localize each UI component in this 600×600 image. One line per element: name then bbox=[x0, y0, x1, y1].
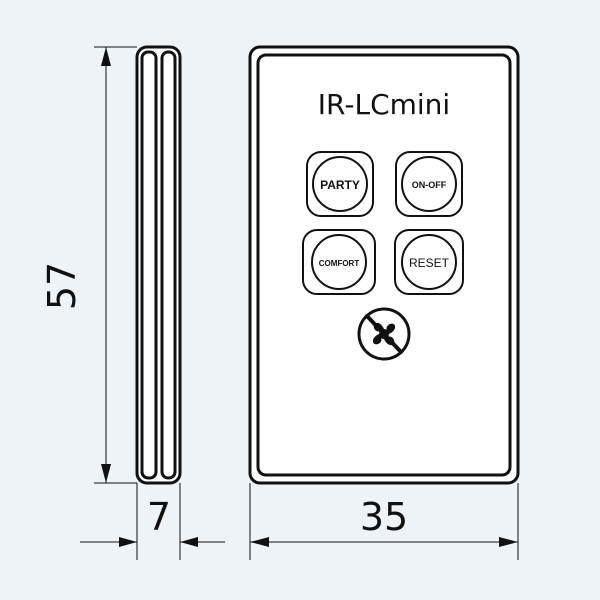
reset-button[interactable]: RESET bbox=[394, 229, 464, 295]
height-value: 57 bbox=[40, 262, 84, 310]
thickness-value: 7 bbox=[147, 495, 171, 539]
thickness-dimension bbox=[80, 483, 225, 560]
party-button[interactable]: PARTY bbox=[306, 151, 374, 217]
width-value: 35 bbox=[360, 495, 408, 539]
no-fan-icon[interactable] bbox=[357, 307, 411, 361]
width-dimension bbox=[249, 483, 519, 560]
side-view bbox=[135, 45, 182, 485]
comfort-button-label: COMFORT bbox=[319, 259, 360, 268]
on-off-button-label: ON-OFF bbox=[412, 180, 447, 190]
on-off-button[interactable]: ON-OFF bbox=[395, 151, 463, 217]
reset-button-label: RESET bbox=[409, 256, 450, 270]
device-title: IR-LCmini bbox=[318, 88, 450, 121]
comfort-button[interactable]: COMFORT bbox=[302, 229, 376, 295]
party-button-label: PARTY bbox=[320, 178, 360, 192]
height-dimension bbox=[94, 46, 137, 484]
